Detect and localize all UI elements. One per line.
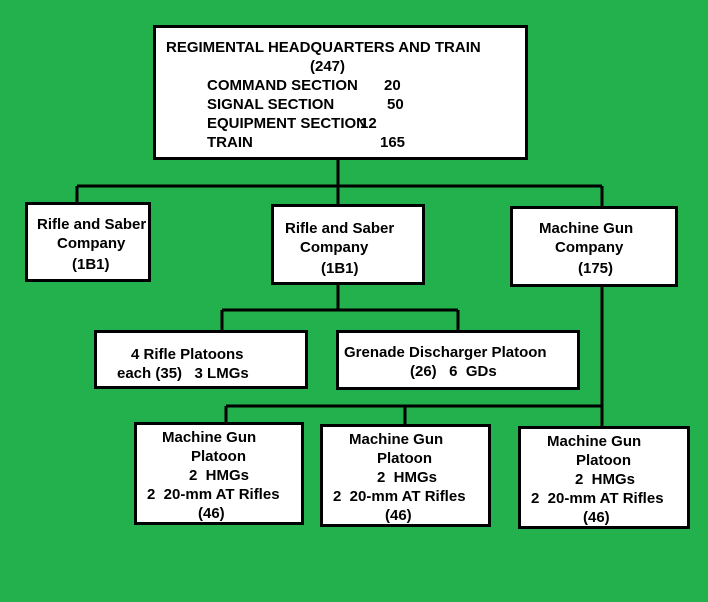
- hq-strength: (247): [310, 58, 346, 75]
- mg-platoon-name: Platoon: [576, 452, 631, 469]
- hq-section-name: SIGNAL SECTION: [207, 96, 335, 113]
- mg-platoon-hmgs: 2 HMGs: [189, 467, 250, 484]
- mg-platoon-box-1: Machine Gun Platoon 2 HMGs 2 20-mm AT Ri…: [134, 422, 304, 525]
- hq-section-value: 50: [387, 96, 404, 113]
- mg-platoon-name: Machine Gun: [162, 429, 257, 446]
- mg-platoon-box-3: Machine Gun Platoon 2 HMGs 2 20-mm AT Ri…: [518, 426, 690, 529]
- mg-platoon-box-2: Machine Gun Platoon 2 HMGs 2 20-mm AT Ri…: [320, 424, 491, 527]
- company-name: Company: [300, 239, 369, 256]
- hq-section-value: 165: [380, 134, 406, 151]
- mg-platoon-name: Machine Gun: [349, 431, 444, 448]
- company-strength: (175): [578, 260, 614, 277]
- platoon-name: Grenade Discharger Platoon: [344, 344, 547, 361]
- grenade-platoon-box: Grenade Discharger Platoon (26) 6 GDs: [336, 330, 580, 390]
- company-name: Machine Gun: [539, 220, 634, 237]
- platoon-detail: each (35) 3 LMGs: [117, 365, 249, 382]
- company-name: Company: [57, 235, 126, 252]
- hq-section-name: EQUIPMENT SECTION: [207, 115, 368, 132]
- hq-box: REGIMENTAL HEADQUARTERS AND TRAIN (247) …: [153, 25, 528, 160]
- company-name: Company: [555, 239, 624, 256]
- mg-platoon-name: Machine Gun: [547, 433, 642, 450]
- hq-title: REGIMENTAL HEADQUARTERS AND TRAIN: [166, 39, 481, 56]
- company-box-rifle-saber-2: Rifle and Saber Company (1B1): [271, 204, 425, 285]
- company-box-rifle-saber-1: Rifle and Saber Company (1B1): [25, 202, 151, 282]
- mg-platoon-strength: (46): [198, 505, 225, 522]
- mg-platoon-at-rifles: 2 20-mm AT Rifles: [333, 488, 466, 505]
- mg-platoon-name: Platoon: [191, 448, 246, 465]
- hq-section-name: TRAIN: [207, 134, 253, 151]
- mg-platoon-hmgs: 2 HMGs: [377, 469, 438, 486]
- hq-section-value: 12: [360, 115, 377, 132]
- company-name: Rifle and Saber: [37, 216, 147, 233]
- hq-section-name: COMMAND SECTION: [207, 77, 358, 94]
- mg-platoon-hmgs: 2 HMGs: [575, 471, 636, 488]
- company-strength: (1B1): [72, 256, 110, 273]
- company-name: Rifle and Saber: [285, 220, 395, 237]
- platoon-name: 4 Rifle Platoons: [131, 346, 244, 363]
- mg-platoon-at-rifles: 2 20-mm AT Rifles: [531, 490, 664, 507]
- company-strength: (1B1): [321, 260, 359, 277]
- mg-platoon-strength: (46): [583, 509, 610, 526]
- mg-platoon-at-rifles: 2 20-mm AT Rifles: [147, 486, 280, 503]
- mg-platoon-strength: (46): [385, 507, 412, 524]
- mg-platoon-name: Platoon: [377, 450, 432, 467]
- company-box-machine-gun: Machine Gun Company (175): [510, 206, 678, 287]
- rifle-platoons-box: 4 Rifle Platoons each (35) 3 LMGs: [94, 330, 308, 389]
- platoon-detail: (26) 6 GDs: [410, 363, 497, 380]
- hq-section-value: 20: [384, 77, 401, 94]
